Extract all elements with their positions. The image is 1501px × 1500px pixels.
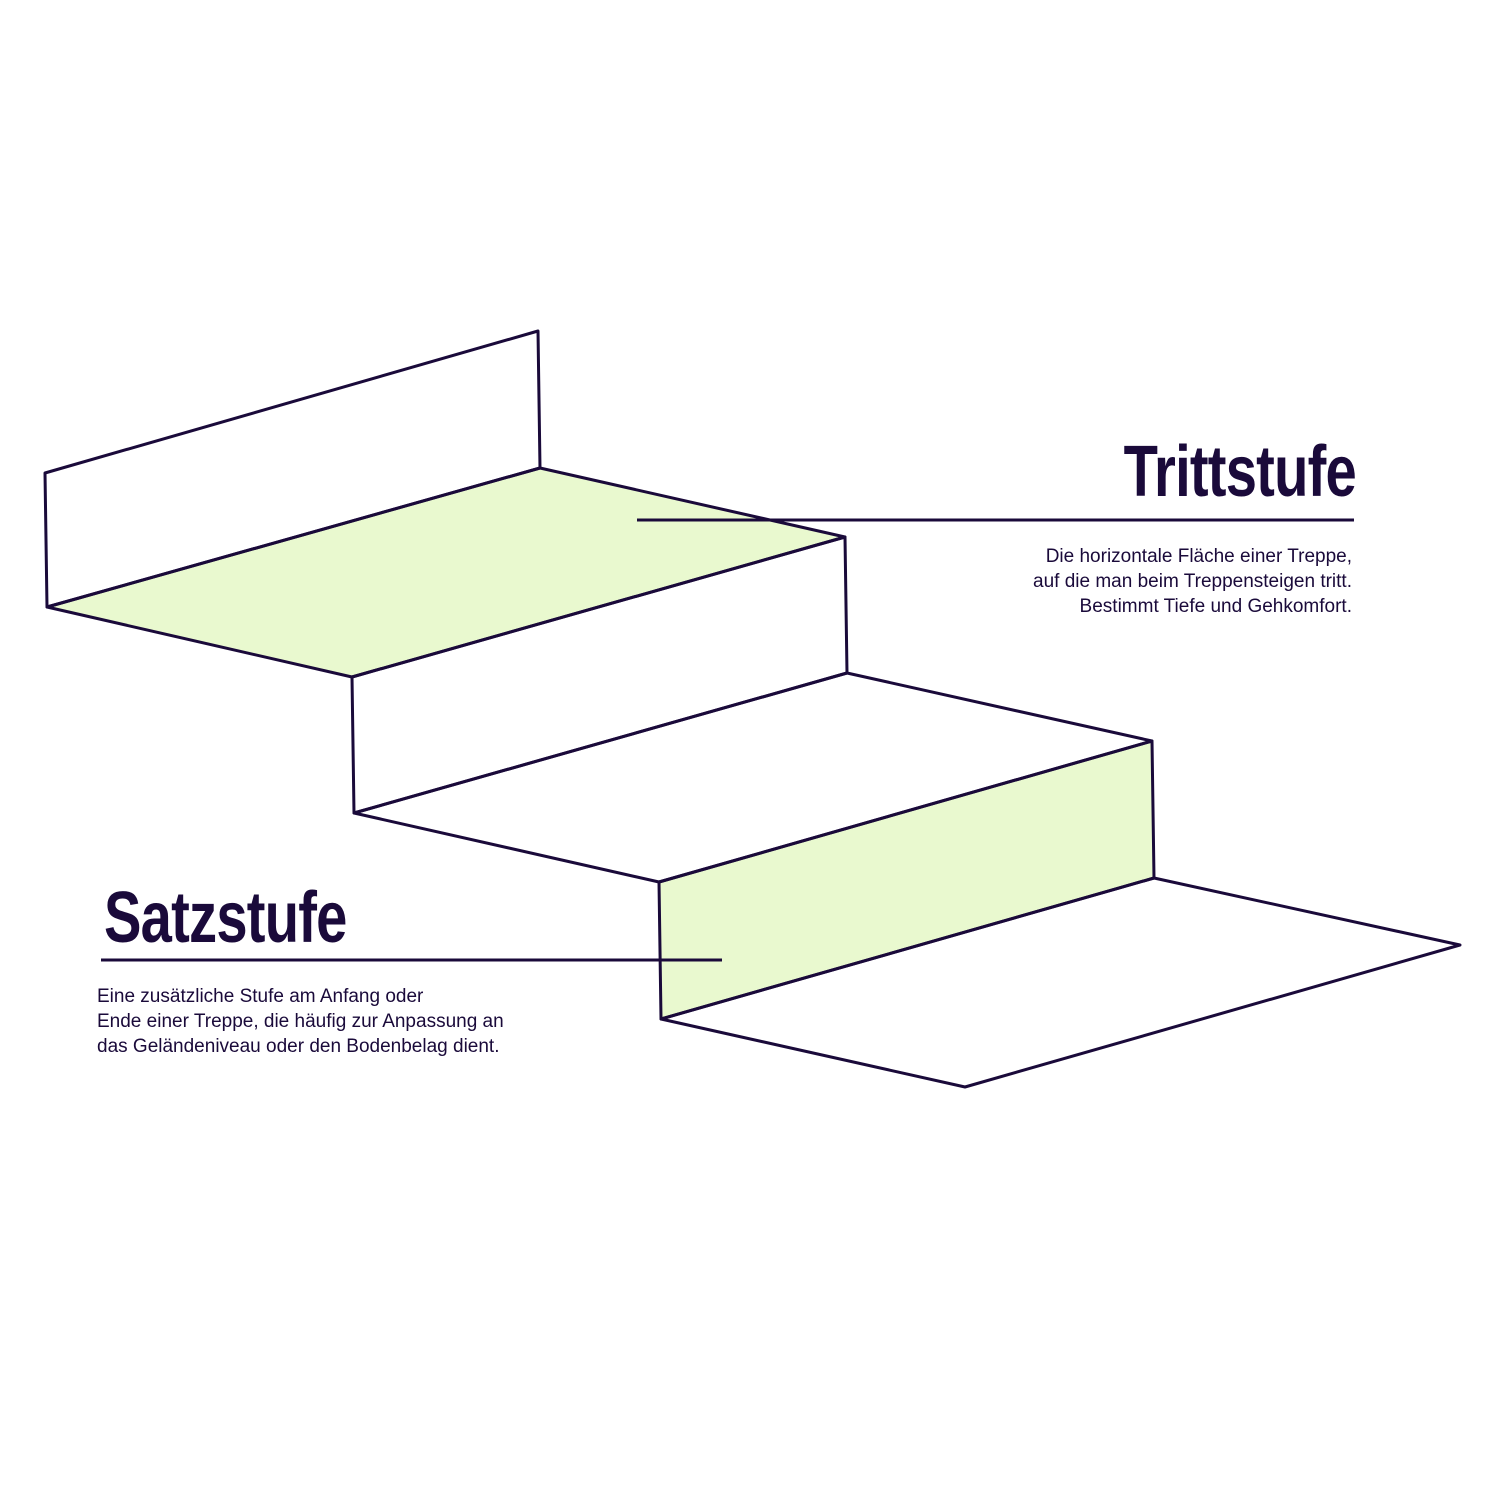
trittstufe-description-line: Die horizontale Fläche einer Treppe, — [1045, 546, 1352, 567]
trittstufe-description: Die horizontale Fläche einer Treppe, auf… — [1033, 544, 1352, 619]
satzstufe-description-line: Ende einer Treppe, die häufig zur Anpass… — [97, 1011, 504, 1032]
trittstufe-description-line: Bestimmt Tiefe und Gehkomfort. — [1079, 596, 1352, 617]
satzstufe-description: Eine zusätzliche Stufe am Anfang oder En… — [97, 984, 504, 1059]
satzstufe-description-line: das Geländeniveau oder den Bodenbelag di… — [97, 1036, 500, 1057]
satzstufe-heading: Satzstufe — [104, 878, 347, 958]
bottom-tread — [659, 876, 1462, 1089]
riser-highlight — [659, 741, 1154, 1019]
trittstufe-heading: Trittstufe — [1123, 432, 1357, 512]
trittstufe-description-line: auf die man beim Treppensteigen tritt. — [1033, 571, 1352, 592]
satzstufe-description-line: Eine zusätzliche Stufe am Anfang oder — [97, 986, 424, 1007]
